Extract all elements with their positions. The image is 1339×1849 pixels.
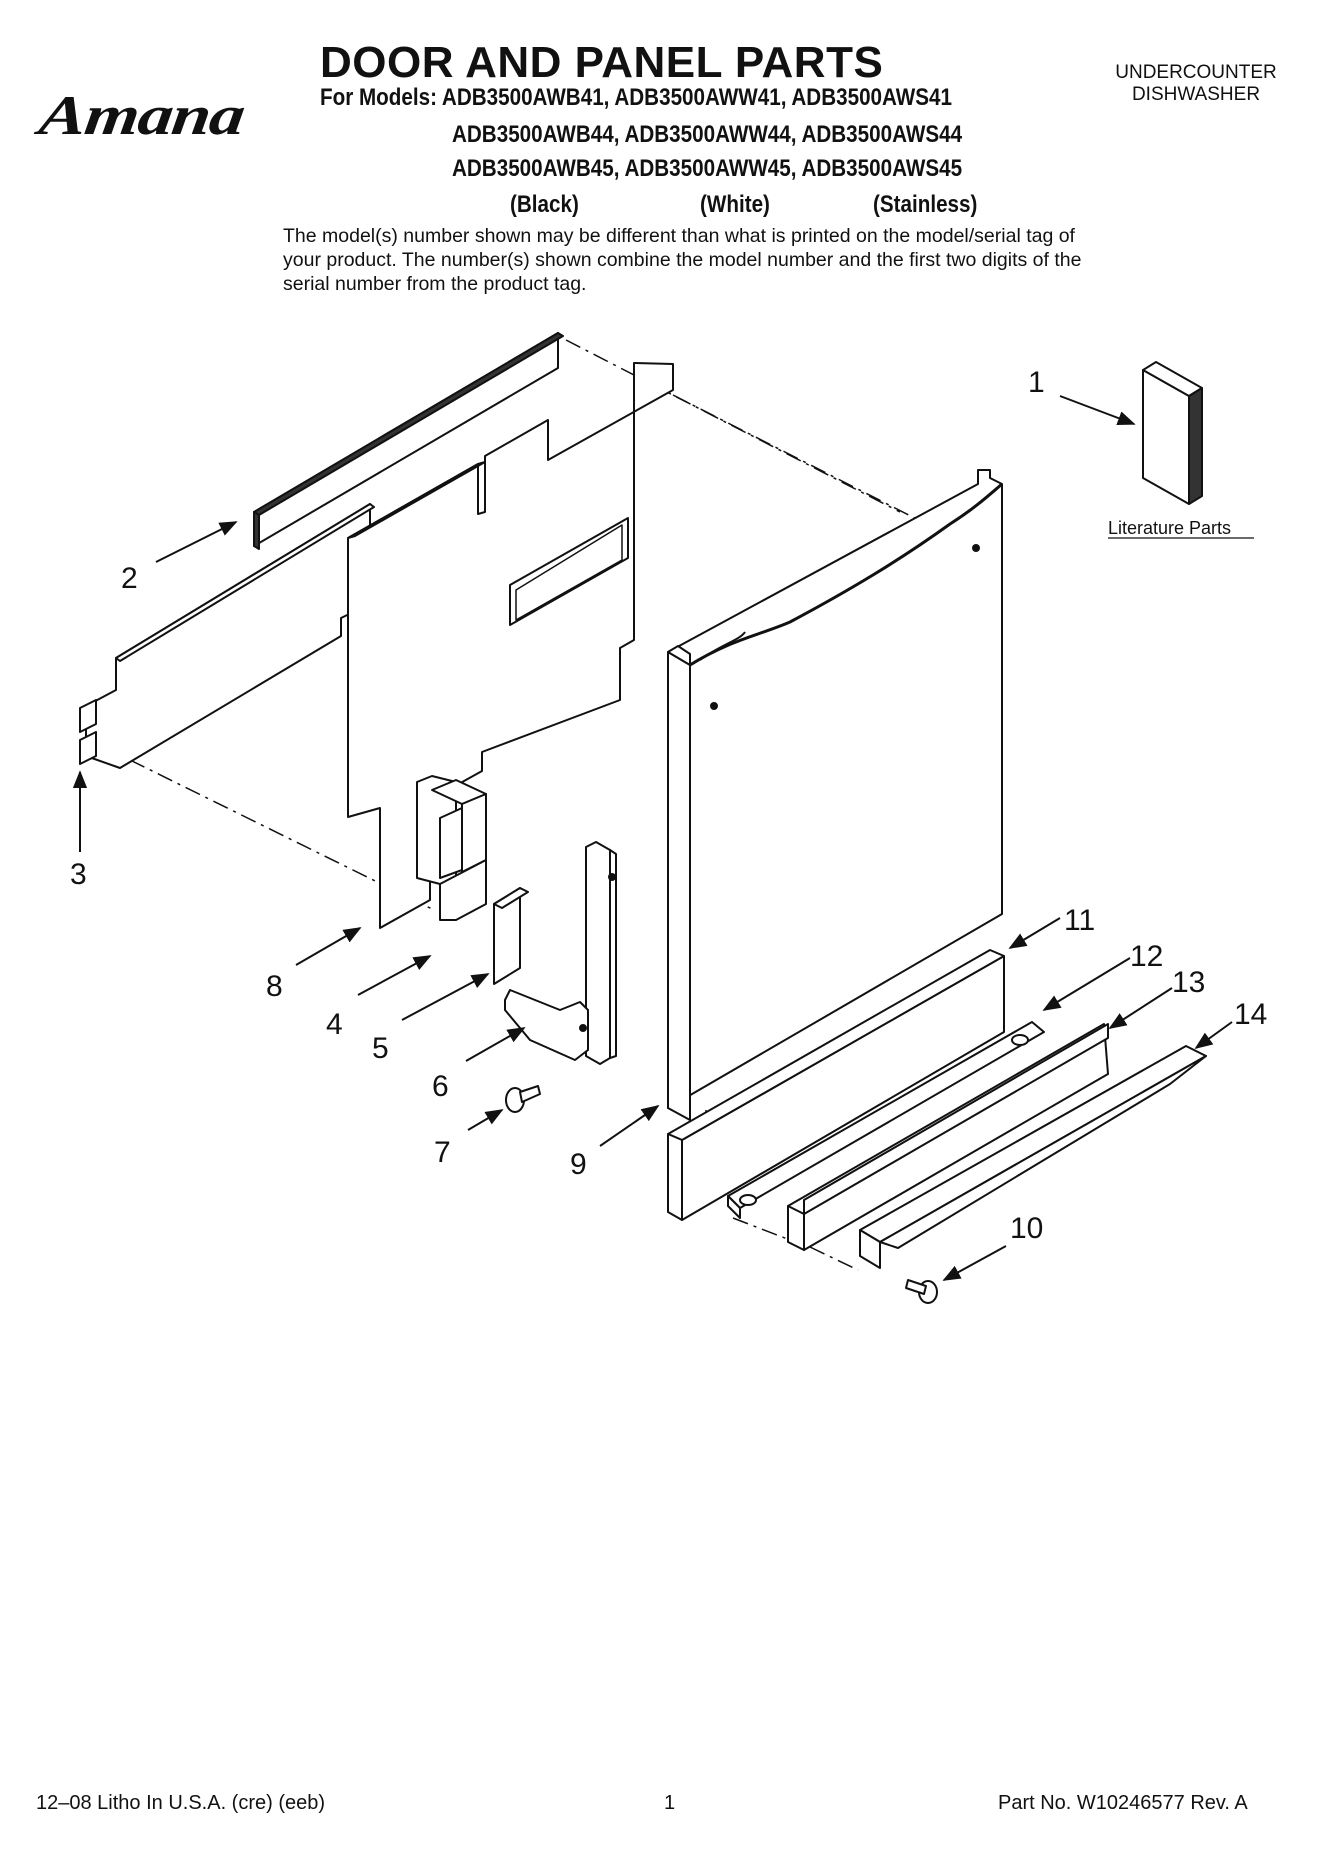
callout-1: 1 — [1028, 366, 1045, 399]
model-line-2: ADB3500AWB44, ADB3500AWW44, ADB3500AWS44 — [452, 121, 963, 148]
part-7-screw — [505, 1085, 541, 1113]
print-info: 12–08 Litho In U.S.A. (cre) (eeb) — [36, 1792, 326, 1814]
callout-numbers: 1 2 3 4 5 6 7 8 9 10 11 12 13 14 — [70, 366, 1267, 1245]
callout-3: 3 — [70, 858, 87, 891]
model-line-1: For Models: ADB3500AWB41, ADB3500AWW41, … — [320, 84, 953, 111]
part-6-hinge-arm — [504, 841, 617, 1065]
callout-12: 12 — [1130, 940, 1163, 973]
color-stainless: (Stainless) — [873, 191, 978, 218]
part-10-screw — [905, 1279, 938, 1304]
part-13-channel — [787, 1023, 1109, 1251]
part-3-side-panel — [79, 503, 375, 769]
part-9-door-panel — [667, 469, 1003, 1121]
part-4-bracket — [416, 775, 487, 921]
callout-5: 5 — [372, 1032, 389, 1065]
product-type-line-2: DISHWASHER — [1131, 84, 1261, 105]
model-line-3: ADB3500AWB45, ADB3500AWW45, ADB3500AWS45 — [452, 155, 963, 182]
callout-10: 10 — [1010, 1212, 1043, 1245]
part-14-kick-plate — [859, 1045, 1207, 1269]
callout-6: 6 — [432, 1070, 449, 1103]
part-1-literature-booklet — [1142, 361, 1203, 505]
callout-2: 2 — [121, 562, 138, 595]
page-number: 1 — [664, 1792, 676, 1814]
callout-4: 4 — [326, 1008, 343, 1041]
leader-arrows — [72, 395, 1233, 1281]
callout-9: 9 — [570, 1148, 587, 1181]
callout-7: 7 — [434, 1136, 451, 1169]
part-11-bottom-trim — [667, 949, 1005, 1221]
callout-11: 11 — [1064, 904, 1095, 937]
model-disclaimer: The model(s) number shown may be differe… — [283, 225, 1082, 295]
callout-13: 13 — [1172, 966, 1205, 999]
part-12-flat-strip — [727, 1021, 1045, 1219]
part-2-top-strip — [253, 332, 564, 550]
part-5-pad — [493, 887, 529, 985]
literature-parts-label: Literature Parts — [1108, 518, 1231, 538]
callout-8: 8 — [266, 970, 283, 1003]
page-title: DOOR AND PANEL PARTS — [320, 38, 884, 87]
callout-14: 14 — [1234, 998, 1267, 1031]
product-type-line-1: UNDERCOUNTER — [1115, 62, 1277, 83]
color-black: (Black) — [510, 191, 579, 218]
part-number: Part No. W10246577 Rev. A — [998, 1792, 1248, 1814]
color-white: (White) — [700, 191, 770, 218]
